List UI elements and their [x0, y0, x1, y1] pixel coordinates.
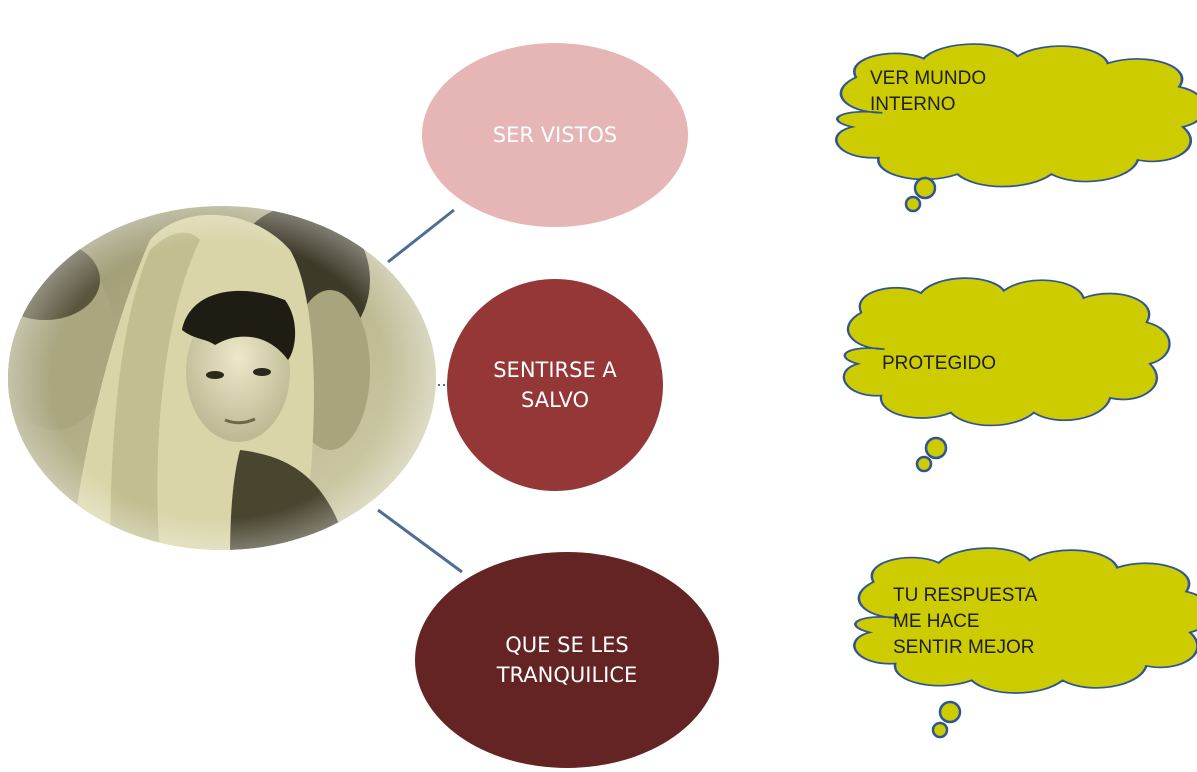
thought-text-line: TU RESPUESTA	[893, 585, 1038, 606]
thought-text-line: INTERNO	[870, 94, 956, 115]
node-circle	[447, 279, 663, 491]
connectors	[377, 208, 463, 574]
connector-top	[387, 208, 455, 264]
thought-text-line: ME HACE	[893, 611, 980, 632]
node-label: SENTIRSE A SALVO	[493, 358, 617, 412]
center-photo	[8, 206, 436, 550]
connector-bottom	[377, 508, 463, 574]
thought-text-line: PROTEGIDO	[882, 353, 996, 374]
thought-cloud-tail-1	[904, 176, 937, 213]
thought-cloud-tail-2	[915, 436, 948, 473]
node-label-line: QUE SE LES	[505, 633, 628, 657]
node-circle	[415, 552, 719, 768]
node-label-line: SER VISTOS	[493, 123, 617, 147]
node-sentirse-a-salvo: SENTIRSE A SALVO	[447, 279, 663, 491]
thought-text: TU RESPUESTA ME HACE SENTIR MEJOR	[893, 585, 1038, 658]
thought-cloud-protegido	[842, 276, 1171, 427]
node-label: SER VISTOS	[493, 123, 617, 147]
thought-cloud-tail-3	[931, 700, 962, 739]
thought-cloud-ver-mundo-interno	[834, 42, 1197, 188]
node-circle	[422, 43, 688, 227]
node-label-line: SENTIRSE A	[493, 358, 617, 382]
node-ser-vistos: SER VISTOS	[422, 43, 688, 227]
node-label-line: SALVO	[521, 388, 589, 412]
thought-text: VER MUNDO INTERNO	[870, 68, 986, 115]
node-label: QUE SE LES TRANQUILICE	[496, 633, 638, 687]
node-label-line: TRANQUILICE	[496, 663, 638, 687]
thought-text-line: VER MUNDO	[870, 68, 986, 89]
node-que-se-les-tranquilice: QUE SE LES TRANQUILICE	[415, 552, 719, 768]
thought-text-line: SENTIR MEJOR	[893, 637, 1034, 658]
thought-text: PROTEGIDO	[882, 353, 996, 374]
